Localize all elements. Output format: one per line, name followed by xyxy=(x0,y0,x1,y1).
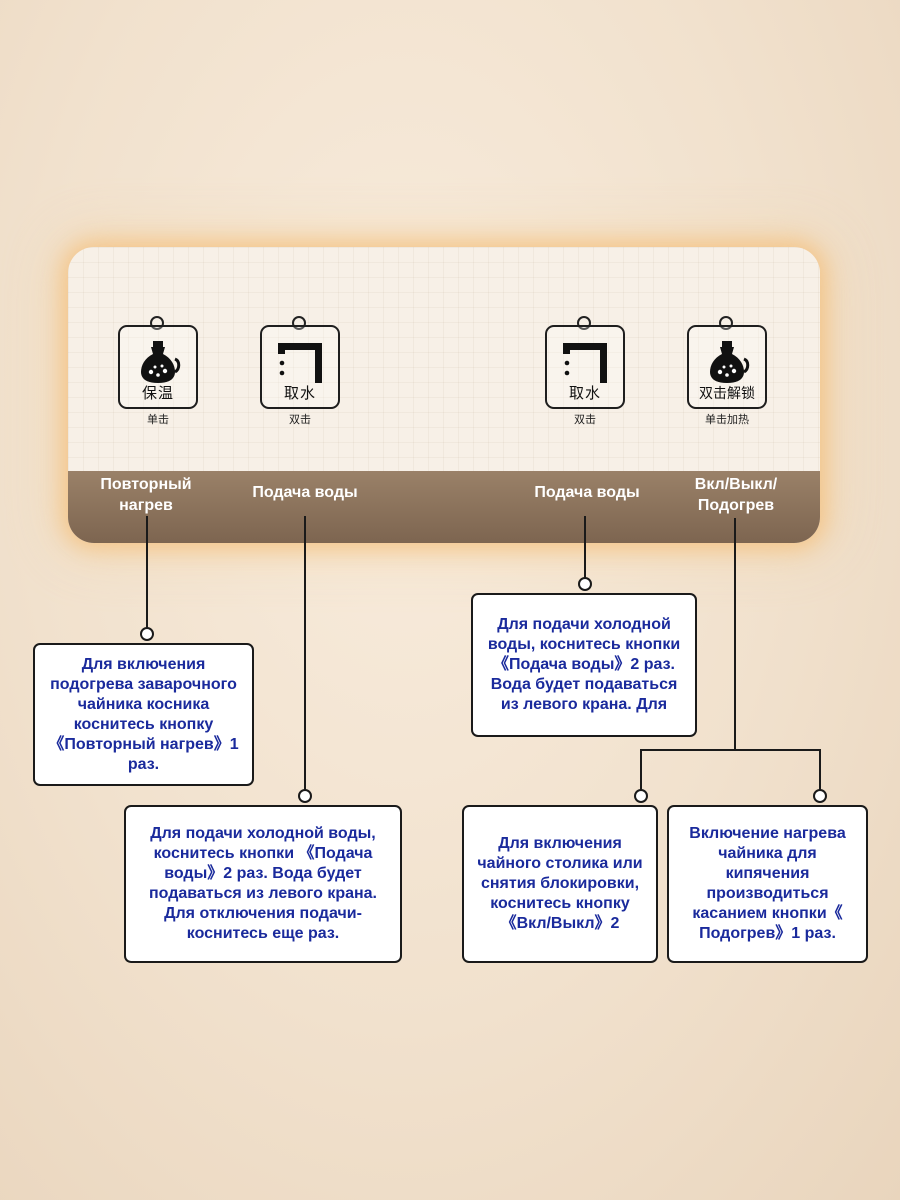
connector-water-right xyxy=(584,516,586,578)
kettle-icon xyxy=(141,341,181,383)
button-hint: 单击加热 xyxy=(705,414,749,426)
control-panel xyxy=(68,247,820,543)
connector-power-split xyxy=(640,749,821,751)
button-caption: 取水 xyxy=(283,385,316,402)
water-button-right[interactable]: 取水 双击 xyxy=(545,316,625,427)
card-reheat: Для включения подогрева заварочного чайн… xyxy=(33,643,254,786)
button-frame: 保温 xyxy=(118,325,198,409)
label-reheat: Повторный нагрев xyxy=(100,476,192,514)
panel-label-bar xyxy=(68,471,820,543)
kettle-icon xyxy=(710,341,750,383)
connector-dot xyxy=(140,627,154,641)
connector-dot xyxy=(634,789,648,803)
button-frame: 取水 xyxy=(545,325,625,409)
connector-dot xyxy=(813,789,827,803)
connector-dot xyxy=(578,577,592,591)
button-frame: 取水 xyxy=(260,325,340,409)
card-unlock: Для включения чайного столика или снятия… xyxy=(462,805,658,963)
faucet-icon xyxy=(278,343,322,383)
faucet-icon xyxy=(563,343,607,383)
card-water-left: Для подачи холодной воды, коснитесь кноп… xyxy=(124,805,402,963)
label-water-right: Подача воды xyxy=(534,484,640,501)
connector-boil xyxy=(819,749,821,791)
button-caption: 保温 xyxy=(141,385,174,402)
button-hint: 双击 xyxy=(574,414,596,426)
connector-unlock xyxy=(640,749,642,791)
water-button-left[interactable]: 取水 双击 xyxy=(260,316,340,427)
connector-water-left xyxy=(304,516,306,793)
card-boil: Включение нагрева чайника для кипячения … xyxy=(667,805,868,963)
label-water-left: Подача воды xyxy=(252,484,358,501)
button-frame: 双击解锁 xyxy=(687,325,767,409)
connector-reheat xyxy=(146,516,148,634)
connector-power xyxy=(734,518,736,751)
label-power: Вкл/Выкл/ Подогрев xyxy=(694,476,778,514)
card-water-right: Для подачи холодной воды, коснитесь кноп… xyxy=(471,593,697,737)
connector-dot xyxy=(298,789,312,803)
button-caption: 取水 xyxy=(568,385,601,402)
button-hint: 单击 xyxy=(147,414,169,426)
keep-warm-button[interactable]: 保温 单击 xyxy=(118,316,198,427)
power-unlock-button[interactable]: 双击解锁 单击加热 xyxy=(687,316,767,427)
button-hint: 双击 xyxy=(289,414,311,426)
button-caption: 双击解锁 xyxy=(699,385,755,401)
